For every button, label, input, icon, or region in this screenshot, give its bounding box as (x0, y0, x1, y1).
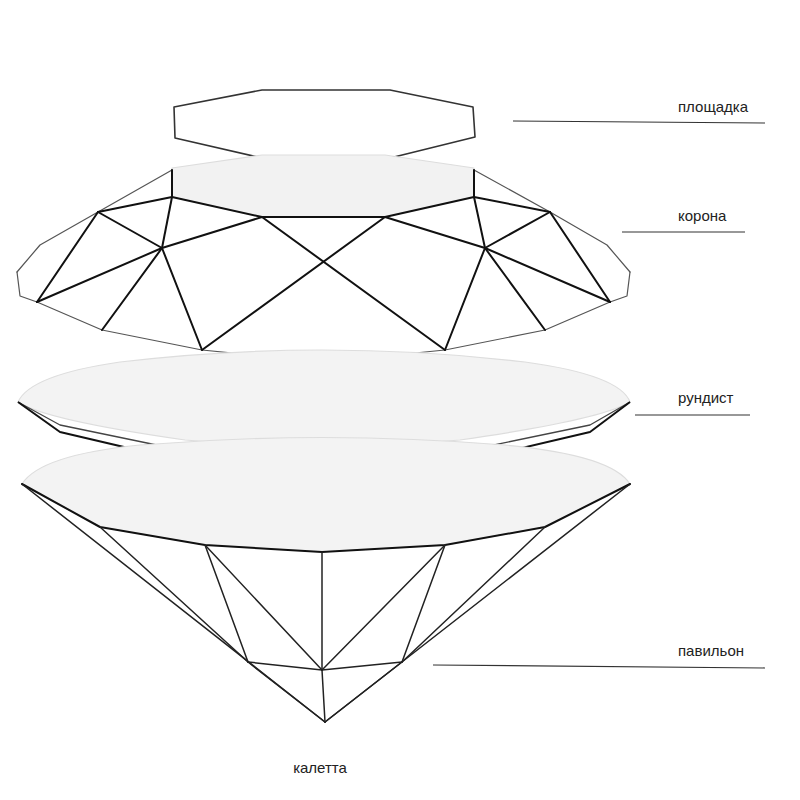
leader-lines (433, 121, 765, 668)
part-label: корона (678, 207, 726, 225)
table-facet (174, 90, 475, 158)
part-label: калетта (293, 759, 347, 777)
part-label: площадка (678, 98, 748, 116)
part-label: рундист (678, 389, 733, 407)
pavilion-facets (22, 438, 630, 723)
part-label: павильон (678, 642, 744, 660)
crown-facets (17, 155, 630, 356)
